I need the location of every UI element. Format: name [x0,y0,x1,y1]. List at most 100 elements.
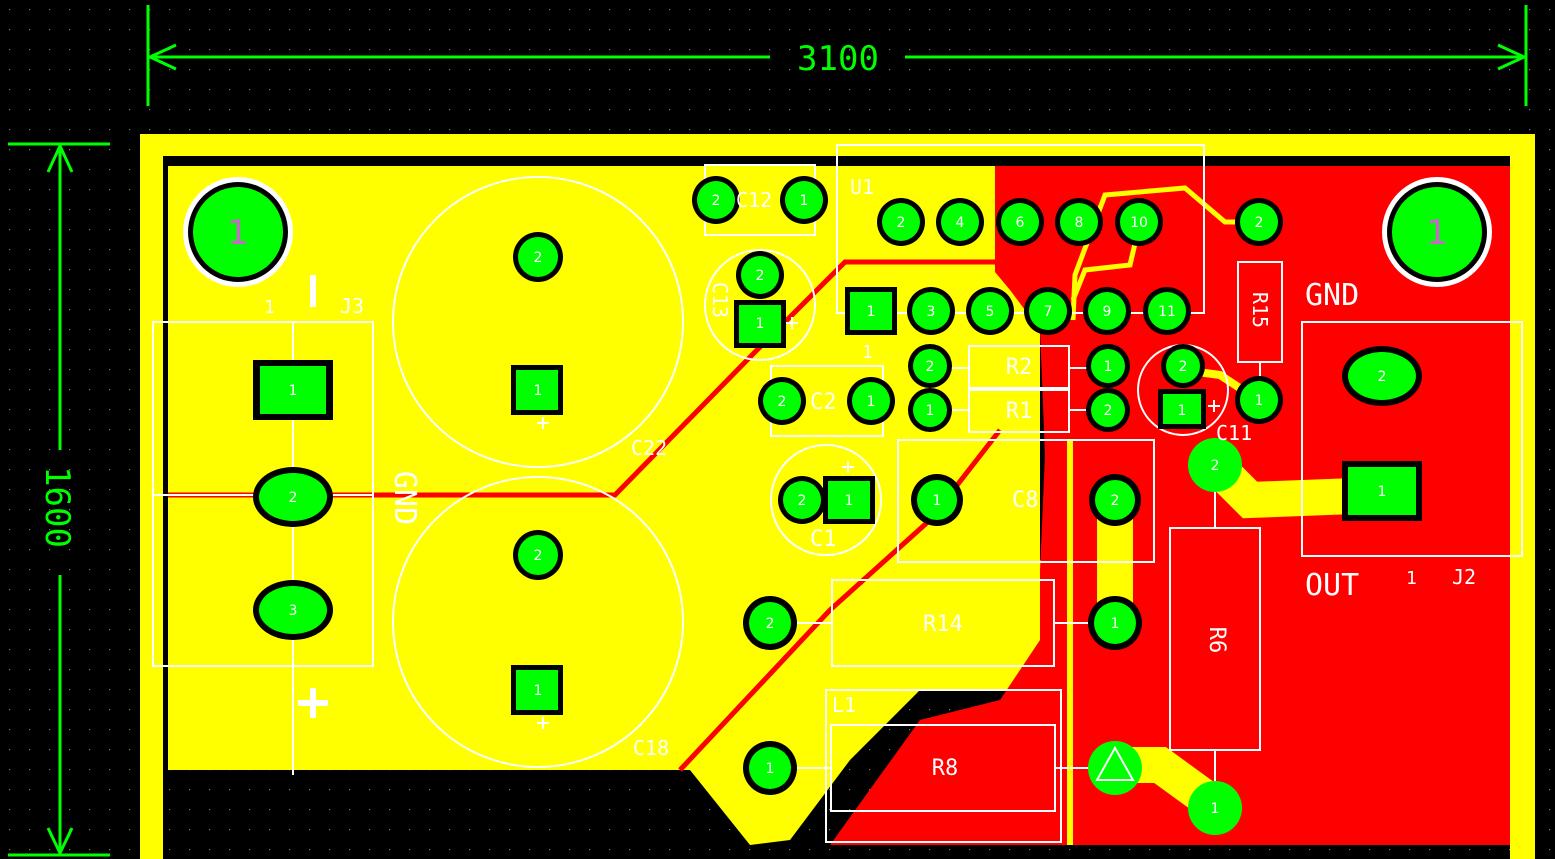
u1-pin-5-pad[interactable]: 5 [966,287,1014,335]
top-copper-pour [830,166,1510,845]
j3-label: J3 [340,294,364,318]
j2-pin-2-pad[interactable]: 2 [1342,346,1422,406]
c12-pin-1-pad[interactable]: 1 [780,176,828,224]
mounting-hole-left-label: 1 [227,213,249,253]
c18-label: C18 [633,736,669,760]
c11-pin-1-pad[interactable]: 1 [1158,389,1206,429]
r15-label: R15 [1248,292,1272,328]
c13-pin-2-pad[interactable]: 2 [736,251,784,299]
r15-pin-2-pad[interactable]: 2 [1235,198,1283,246]
u1-pin-3-pad[interactable]: 3 [907,287,955,335]
svg-text:2: 2 [766,616,775,632]
svg-text:1: 1 [289,383,298,399]
r2-pin-2-pad[interactable]: 2 [908,344,952,388]
r2-pin-1-pad[interactable]: 1 [1086,344,1130,388]
c2-label: C2 [810,390,837,415]
svg-text:2: 2 [1104,403,1113,419]
c2-pin-1-pad[interactable]: 1 [847,377,895,425]
j3-pin-1-pad[interactable]: 1 [253,360,333,420]
c2-pin-2-pad[interactable]: 2 [758,377,806,425]
r14-pin-1-pad[interactable]: 1 [1088,596,1142,650]
svg-text:1: 1 [926,403,935,419]
r8-label: R8 [932,756,959,781]
r15-pin-1-pad[interactable]: 1 [1235,376,1283,424]
c1-pin-1-pad[interactable]: 1 [823,476,875,524]
j2-pin-1-pad[interactable]: 1 [1342,461,1422,521]
svg-text:5: 5 [986,304,995,320]
c8-pin-2-pad[interactable]: 2 [1089,474,1141,526]
svg-text:2: 2 [534,548,543,564]
r1-pin-2-pad[interactable]: 2 [1086,388,1130,432]
u1-pin-4-pad[interactable]: 4 [936,198,984,246]
c1-pin-2-pad[interactable]: 2 [778,476,826,524]
svg-text:2: 2 [289,490,298,506]
r14-label: R14 [923,612,963,637]
svg-text:1: 1 [1104,359,1113,375]
j2-gnd-label: GND [1305,278,1359,313]
width-dimension-label: 3100 [797,39,879,79]
c8-pin-1-pad[interactable]: 1 [911,474,963,526]
svg-text:2: 2 [1378,369,1387,385]
r2-label: R2 [1006,355,1033,380]
svg-text:1: 1 [845,493,854,509]
u1-pin-7-pad[interactable]: 7 [1024,287,1072,335]
svg-text:2: 2 [897,215,906,231]
r8-pin-1b-pad[interactable]: 1 [1088,741,1142,795]
silkscreen-labels: J3 1 GND GND OUT 1 J2 C22 C18 C12 C13 C2… [264,175,1476,781]
j3-gnd-label: GND [387,471,422,525]
j3-pin-3-pad[interactable]: 3 [253,580,333,640]
r6-pin-2-pad[interactable]: 2 [1188,438,1242,492]
c13-label: C13 [708,282,732,318]
c13-pin-1-pad[interactable]: 1 [734,300,786,348]
u1-pin-8-pad[interactable]: 8 [1055,198,1103,246]
c22-pin-1-pad[interactable]: 1 [511,365,563,415]
pads: 1 2 3 2 1 2 1 2 1 2 1 2 1 2 1 1 2 2 4 6 … [253,176,1422,835]
u1-pin-6-pad[interactable]: 6 [996,198,1044,246]
c12-pin-2-pad[interactable]: 2 [692,176,740,224]
c11-pin-2-pad[interactable]: 2 [1161,344,1205,388]
c11-label: C11 [1216,421,1252,445]
width-dimension [146,5,1528,106]
plus-markers [537,317,1220,729]
r6-pin-1-pad[interactable]: 1 [1188,781,1242,835]
mounting-hole-left[interactable]: 1 [183,177,293,287]
svg-text:2: 2 [1255,215,1264,231]
svg-text:2: 2 [926,359,935,375]
svg-text:2: 2 [778,394,787,410]
svg-text:1: 1 [1111,616,1120,632]
c18-pin-2-pad[interactable]: 2 [513,530,563,580]
j3-pin-2-pad[interactable]: 2 [253,467,333,527]
u1-pin-1-pad[interactable]: 1 [845,287,897,335]
height-dimension-label: 1600 [37,466,77,548]
svg-text:9: 9 [1103,304,1112,320]
svg-text:1: 1 [933,493,942,509]
j3-pin1-label: 1 [264,297,275,318]
u1-pin-2-pad[interactable]: 2 [877,198,925,246]
bottom-copper-pour [168,166,1055,845]
svg-text:1: 1 [867,394,876,410]
svg-text:1: 1 [756,316,765,332]
svg-text:4: 4 [956,215,965,231]
svg-text:1: 1 [800,193,809,209]
r14-pin-2-pad[interactable]: 2 [743,596,797,650]
svg-text:2: 2 [798,493,807,509]
u1-pin-10-pad[interactable]: 10 [1115,198,1163,246]
r6-label: R6 [1204,627,1229,654]
svg-text:3: 3 [289,603,298,619]
c22-pin-2-pad[interactable]: 2 [513,232,563,282]
svg-text:6: 6 [1016,215,1025,231]
svg-text:1: 1 [766,761,775,777]
c18-pin-1-pad[interactable]: 1 [511,665,563,715]
u1-pin-11-pad[interactable]: 11 [1143,287,1191,335]
u1-pin-9-pad[interactable]: 9 [1083,287,1131,335]
r8-pin-1-pad[interactable]: 1 [743,741,797,795]
mounting-hole-right[interactable]: 1 [1382,177,1492,287]
svg-text:11: 11 [1158,304,1176,320]
j2-pin1-label: 1 [1406,568,1417,589]
svg-text:10: 10 [1130,215,1148,231]
r1-label: R1 [1006,399,1033,424]
svg-text:7: 7 [1044,304,1053,320]
u1-pin1-label: 1 [862,342,873,363]
r1-pin-1-pad[interactable]: 1 [908,388,952,432]
